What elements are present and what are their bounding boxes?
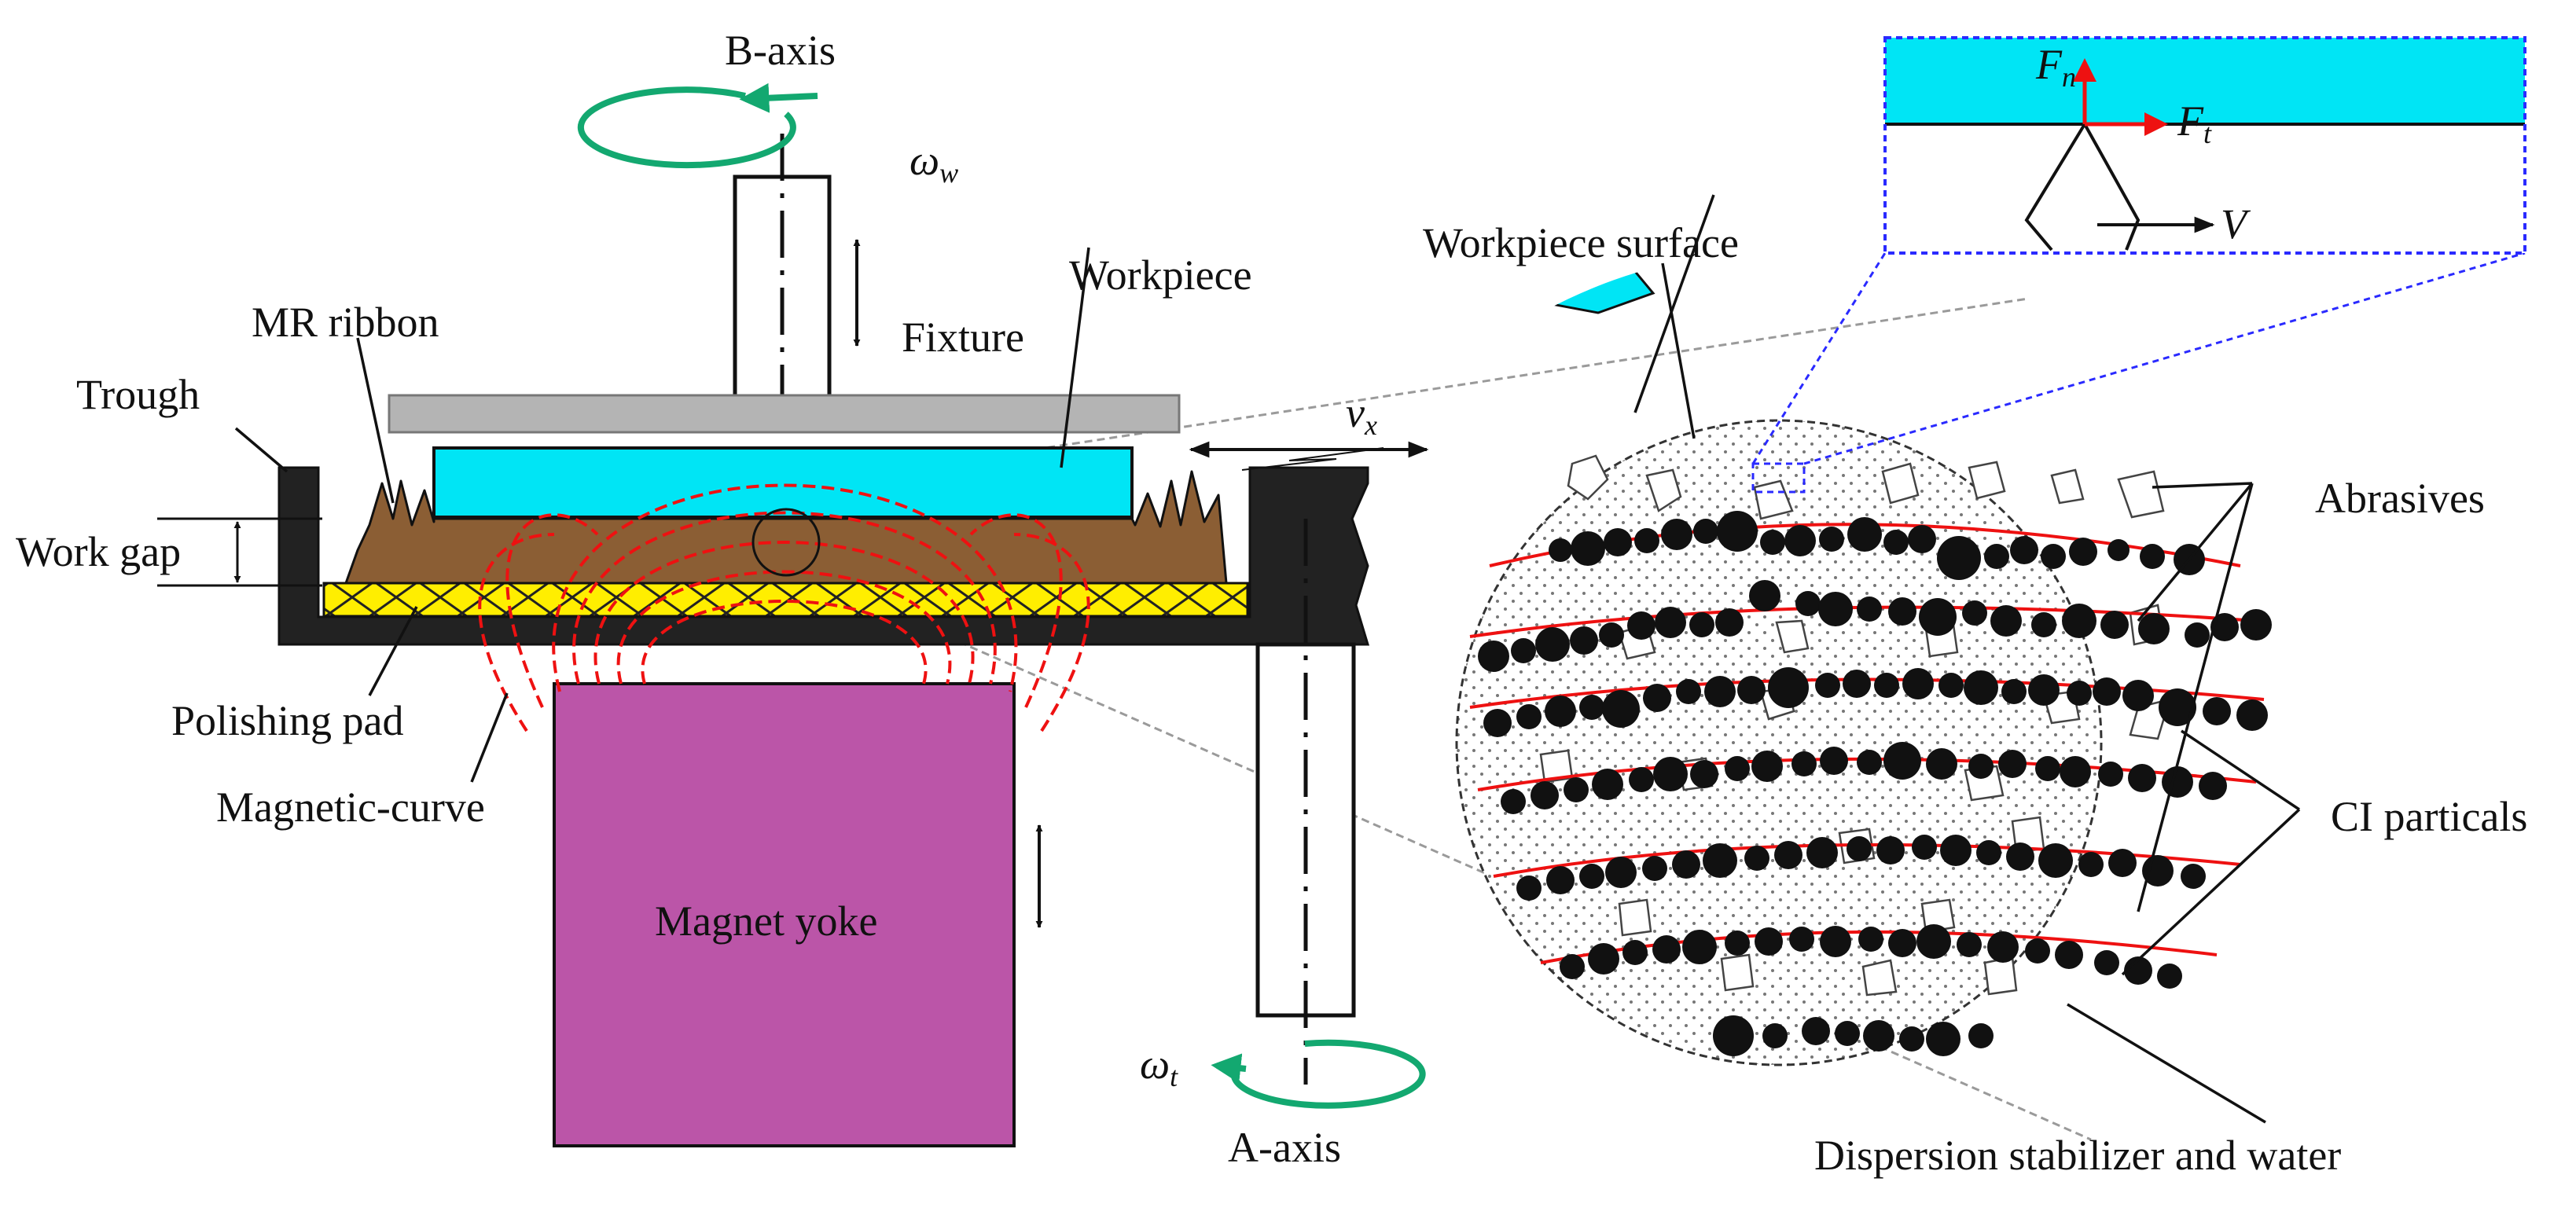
mr-ribbon	[344, 470, 1228, 585]
label-a-axis: A-axis	[1228, 1124, 1341, 1171]
label-trough: Trough	[76, 371, 200, 418]
label-abrasives: Abrasives	[2315, 475, 2485, 522]
leader-lines	[234, 194, 2301, 1124]
vx-motion-arrow	[1189, 441, 1429, 471]
label-v: V	[2221, 200, 2251, 248]
ci-particle-chains	[1469, 511, 2272, 1056]
label-ft: Ft	[2177, 97, 2212, 149]
label-workpiece: Workpiece	[1069, 251, 1252, 299]
label-polishing-pad: Polishing pad	[171, 697, 404, 744]
magnet-yoke	[553, 682, 1016, 1147]
polishing-pad	[322, 582, 1249, 618]
zoom-source-circle	[751, 508, 821, 577]
rotation-arrow-b-axis	[577, 83, 818, 169]
label-mr-ribbon: MR ribbon	[252, 299, 439, 346]
label-dispersion: Dispersion stabilizer and water	[1814, 1132, 2341, 1179]
magnetic-field-lines	[478, 483, 1090, 732]
fixture-plate	[388, 394, 1181, 434]
rotation-arrow-a-axis	[1211, 1039, 1426, 1109]
label-omega-t: ωt	[1140, 1041, 1178, 1092]
label-fixture: Fixture	[902, 314, 1024, 361]
label-workpiece-surface: Workpiece surface	[1423, 219, 1739, 266]
label-fn: Fn	[2035, 41, 2076, 93]
label-vx: vx	[1346, 389, 1377, 441]
label-work-gap: Work gap	[16, 528, 181, 575]
workpiece-block	[432, 446, 1134, 519]
force-inset	[1883, 36, 2526, 255]
label-magnet-yoke: Magnet yoke	[655, 897, 877, 945]
b-axis-spindle	[733, 134, 832, 417]
label-b-axis: B-axis	[725, 27, 836, 74]
label-magnetic-curve: Magnetic-curve	[216, 784, 485, 831]
work-gap-indicator	[157, 517, 322, 587]
a-axis-spindle	[1255, 519, 1356, 1085]
inset-guide-lines	[1751, 251, 2526, 494]
label-omega-w: ωw	[910, 137, 958, 189]
label-ci-particals: CI particals	[2331, 793, 2527, 840]
